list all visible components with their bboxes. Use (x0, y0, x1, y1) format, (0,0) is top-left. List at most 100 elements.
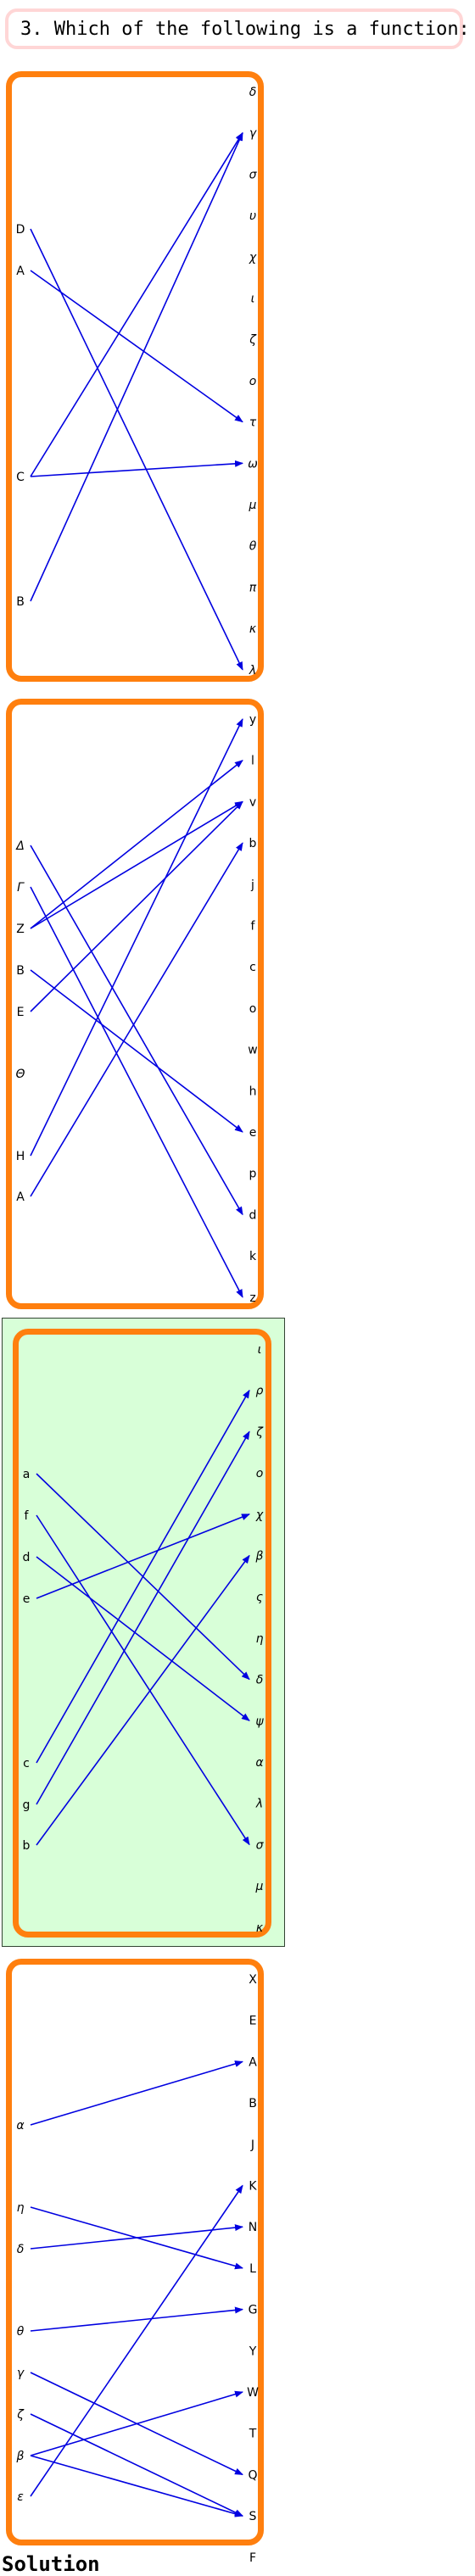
mapping-arrow (30, 228, 243, 671)
codomain-label: K (249, 2180, 257, 2194)
codomain-label: α (255, 1756, 264, 1770)
codomain-label: γ (249, 127, 257, 141)
mapping-arrow (30, 2306, 243, 2332)
codomain-label: ι (258, 1343, 262, 1357)
domain-label: η (17, 2201, 25, 2215)
question-text: 3. Which of the following is a function: (20, 18, 470, 40)
solution-heading: Solution (2, 2552, 100, 2576)
domain-label: Γ (17, 881, 25, 895)
codomain-label: c (249, 961, 256, 974)
mapping-arrow (30, 2455, 243, 2517)
domain-label: H (16, 1150, 25, 1163)
codomain-label: λ (255, 1798, 263, 1811)
mapping-arrow (30, 2060, 243, 2126)
codomain-label: w (248, 1044, 257, 1057)
codomain-label: δ (256, 1674, 264, 1687)
codomain-label: N (249, 2221, 257, 2234)
codomain-label: J (250, 2138, 254, 2152)
domain-label: ζ (16, 2408, 25, 2422)
domain-label: Θ (15, 1068, 25, 1081)
mapping-arrow (30, 2184, 243, 2497)
codomain-label: θ (249, 540, 257, 554)
codomain-label: ω (248, 457, 258, 471)
codomain-label: χ (255, 1508, 264, 1522)
codomain-label: h (249, 1084, 257, 1098)
codomain-label: B (249, 2097, 257, 2110)
domain-label: C (16, 471, 25, 484)
mapping-arrow (30, 886, 243, 1298)
domain-label: Z (16, 923, 25, 936)
codomain-label: o (249, 1002, 257, 1016)
codomain-label: e (249, 1126, 257, 1140)
mapping-arrow (30, 800, 243, 1012)
mapping-arrow (30, 969, 243, 1133)
domain-label: E (17, 1006, 25, 1019)
question-box: 3. Which of the following is a function: (5, 8, 470, 49)
domain-label: β (16, 2450, 25, 2463)
codomain-label: l (251, 755, 254, 768)
codomain-label: ζ (255, 1425, 264, 1439)
codomain-label: σ (256, 1838, 265, 1852)
mapping-arrow (30, 2224, 243, 2250)
domain-label: γ (17, 2367, 25, 2380)
codomain-label: W (247, 2386, 259, 2400)
mapping-arrow (30, 842, 243, 1197)
domain-label: B (16, 964, 25, 978)
domain-label: e (23, 1592, 31, 1606)
domain-label: f (25, 1509, 30, 1523)
codomain-label: μ (249, 499, 257, 512)
codomain-label: y (249, 713, 256, 727)
option-2-frame (6, 699, 264, 1309)
codomain-label: b (249, 837, 257, 850)
mapping-arrow (30, 2413, 243, 2517)
codomain-label: ο (249, 375, 257, 388)
codomain-label: ς (256, 1591, 263, 1604)
mapping-arrow (30, 131, 243, 477)
mapping-arrow (30, 131, 243, 602)
codomain-label: v (249, 795, 256, 809)
domain-label: a (23, 1468, 31, 1481)
codomain-label: ι (251, 293, 255, 306)
codomain-label: κ (256, 1921, 264, 1935)
domain-label: α (16, 2119, 25, 2133)
codomain-label: z (249, 1291, 255, 1305)
domain-label: B (16, 595, 25, 609)
option-4-frame (6, 1959, 264, 2545)
mapping-arrow (30, 845, 243, 1216)
codomain-label: S (249, 2510, 257, 2523)
mapping-arrow (36, 1514, 250, 1846)
codomain-label: χ (249, 251, 257, 265)
mapping-arrow (30, 800, 243, 929)
codomain-label: T (249, 2428, 257, 2441)
codomain-label: β (255, 1550, 264, 1564)
mapping-arrow (30, 718, 243, 1157)
codomain-label: G (249, 2304, 258, 2317)
mapping-arrow (30, 2390, 243, 2456)
mapping-arrow (36, 1554, 250, 1846)
codomain-label: p (249, 1168, 257, 1181)
codomain-label: μ (255, 1880, 264, 1893)
mapping-arrow (30, 460, 243, 477)
codomain-label: κ (249, 622, 257, 636)
codomain-label: ρ (256, 1385, 264, 1398)
codomain-label: A (249, 2055, 257, 2069)
codomain-label: υ (249, 209, 256, 223)
mapping-arrow (30, 760, 243, 929)
codomain-label: σ (249, 168, 258, 181)
codomain-label: E (249, 2015, 257, 2028)
codomain-label: d (249, 1208, 257, 1222)
domain-label: θ (17, 2325, 25, 2339)
mapping-arrow (36, 1430, 250, 1805)
domain-label: b (23, 1839, 31, 1853)
mapping-arrow (36, 1556, 250, 1721)
codomain-label: λ (249, 664, 256, 677)
mapping-arrow (30, 270, 243, 423)
